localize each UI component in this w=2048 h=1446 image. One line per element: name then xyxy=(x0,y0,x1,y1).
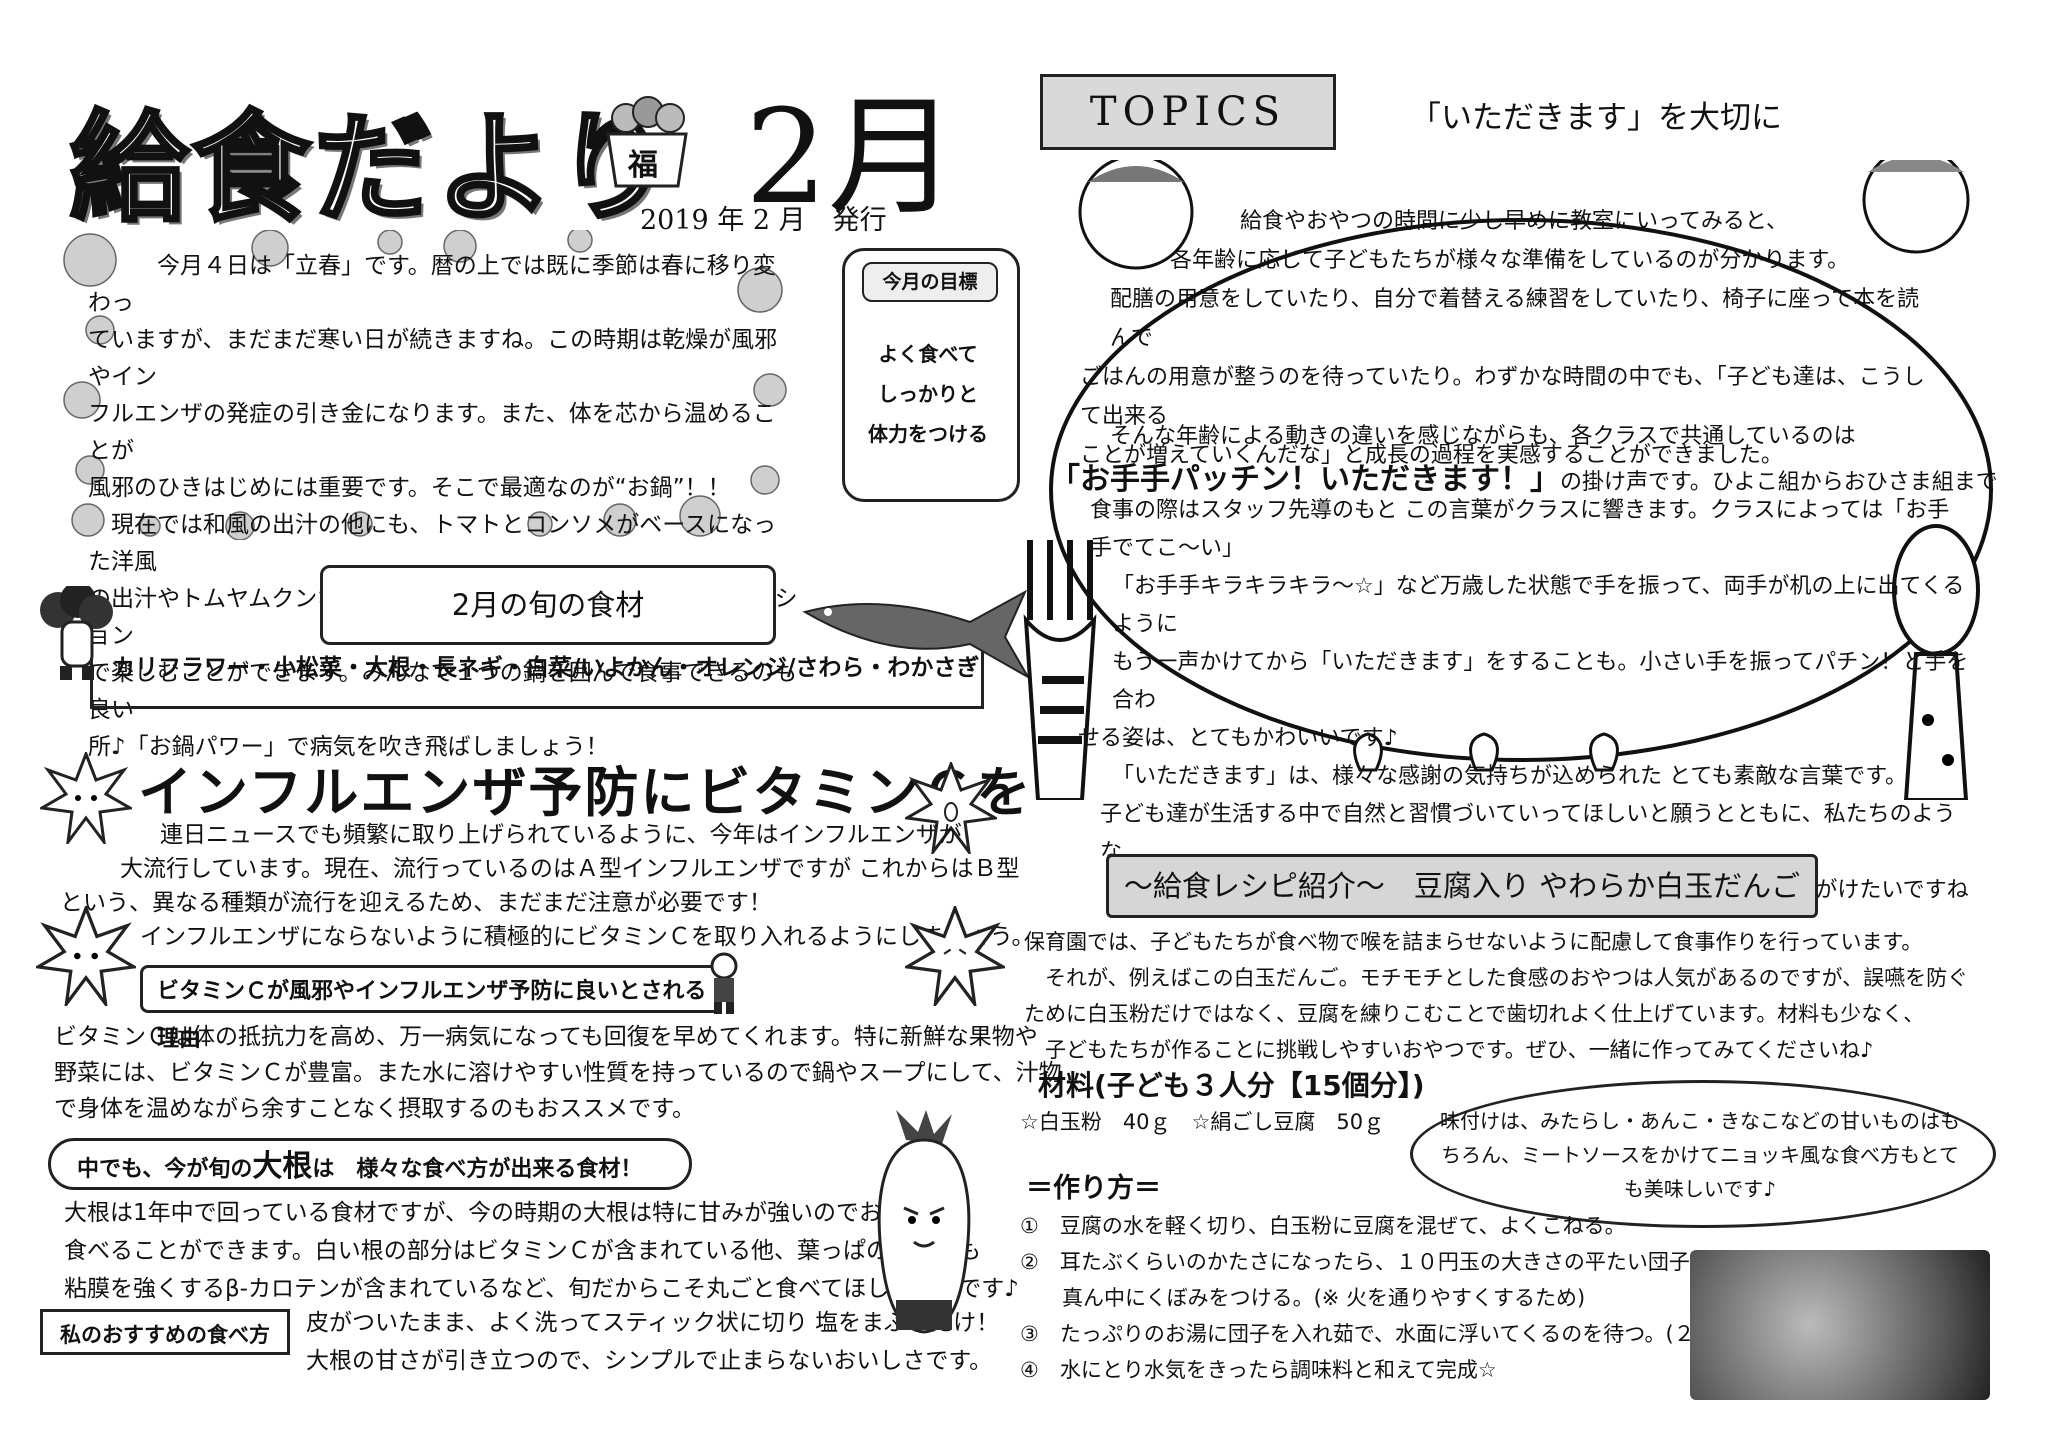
method-step: ③ たっぷりのお湯に団子を入れ茹で、水面に浮いてくるのを待つ。(２分) xyxy=(1020,1322,1724,1346)
method-step: ① 豆腐の水を軽く切り、白玉粉に豆腐を混ぜて、よくこねる。 xyxy=(1020,1214,1626,1238)
materials-list: ☆白玉粉 40ｇ ☆絹ごし豆腐 50ｇ xyxy=(1020,1110,1385,1134)
recipe-text: 保育園では、子どもたちが食べ物で喉を詰まらせないように配慮して食事作りを行ってい… xyxy=(1024,930,1923,954)
topics-paragraph-2-lead: そんな年齢による動きの違いを感じながらも、各クラスで共通しているのは xyxy=(1110,424,1856,449)
itadakimasu-callout: 「お手手パッチン！いただきます！」の掛け声です。ひよこ組からおひさま組まで xyxy=(1050,462,1998,497)
issue-month: 2月 xyxy=(745,81,958,233)
broccoli-icon xyxy=(40,586,113,680)
method-heading: ＝作り方＝ xyxy=(1026,1173,1161,1204)
seasonal-title: 2月の旬の食材 xyxy=(320,565,776,645)
virus-icon xyxy=(40,752,132,844)
vitamin-c-reason-title: ビタミンＣが風邪やインフルエンザ予防に良いとされる理由 xyxy=(140,965,722,1052)
recommend-label: 私のおすすめの食べ方 xyxy=(40,1309,290,1355)
daikon-text: 食べることができます。白い根の部分はビタミンＣが含まれている他、葉っぱの部分にも xyxy=(64,1238,982,1264)
fuku-bag-icon xyxy=(606,96,688,188)
virus-icon xyxy=(905,906,1005,1006)
topics-paragraph-1: 給食やおやつの時間に少し早めに教室にいってみると、 各年齢に応じて子どもたちが様… xyxy=(1080,209,1925,468)
topics-paragraph-2: 食事の際はスタッフ先導のもと この言葉がクラスに響きます。クラスによっては「お手… xyxy=(1078,498,1969,903)
vitamin-c-text: で身体を温めながら余すことなく摂取するのもおススメです。 xyxy=(54,1096,696,1122)
daikon-heading: 中でも、今が旬の大根は 様々な食べ方が出来る食材！ xyxy=(48,1138,692,1190)
topics-banner: TOPICS xyxy=(1040,74,1336,150)
virus-icon xyxy=(36,906,136,1006)
flu-text: 連日ニュースでも頻繁に取り上げられているように、今年はインフルエンザが xyxy=(160,822,962,848)
goal-label: 今月の目標 xyxy=(862,262,998,302)
virus-icon xyxy=(905,762,997,854)
tip-bubble xyxy=(1410,1080,1996,1228)
flu-heading: インフルエンザ予防にビタミンＣを xyxy=(138,761,1033,824)
shiratama-photo xyxy=(1690,1250,1990,1400)
method-step: 真ん中にくぼみをつける。(※ 火を通りやすくするため) xyxy=(1020,1286,1586,1310)
goal-text: よく食べてしっかりと体力をつける xyxy=(868,342,988,446)
plate-illustration xyxy=(1023,160,1993,800)
materials-heading: 材料(子ども３人分【15個分】) xyxy=(1038,1069,1425,1102)
recipe-text: ために白玉粉だけではなく、豆腐を練りこむことで歯切れよく仕上げています。材料も少… xyxy=(1024,1002,1925,1026)
method-step: ② 耳たぶくらいのかたさになったら、１０円玉の大きさの平たい団子にして xyxy=(1020,1250,1753,1274)
recommend-text: 大根の甘さが引き立つので、シンプルで止まらないおいしさです。 xyxy=(306,1348,993,1374)
recipe-text: それが、例えばこの白玉だんご。モチモチとした食感のおやつは人気があるのですが、誤… xyxy=(1024,966,1969,990)
astronaut-icon xyxy=(710,952,738,1014)
method-step: ④ 水にとり水気をきったら調味料と和えて完成☆ xyxy=(1020,1358,1497,1382)
fish-icon xyxy=(802,589,1030,680)
fuku-label: 福 xyxy=(628,148,658,183)
vitamin-c-text: 野菜には、ビタミンＣが豊富。また水に溶けやすい性質を持っているので鍋やスープにし… xyxy=(54,1060,1062,1086)
vitamin-c-text: ビタミンＣは体の抵抗力を高め、万一病気になっても回復を早めてくれます。特に新鮮な… xyxy=(54,1024,1038,1050)
tip-text: 味付けは、みたらし・あんこ・きなこなどの甘いものはもちろん、ミートソースをかけて… xyxy=(1440,1109,1960,1201)
flu-text: という、異なる種類が流行を迎えるため、まだまだ注意が必要です！ xyxy=(60,890,772,916)
flu-text: インフルエンザにならないように積極的にビタミンＣを取り入れるようにしましょう。 xyxy=(140,924,1035,950)
topics-title: 「いただきます」を大切に xyxy=(1410,100,1782,136)
daikon-text: 粘膜を強くするβ-カロテンが含まれているなど、旬だからこそ丸ごと食べてほしい食材… xyxy=(64,1276,1019,1302)
flu-text: 大流行しています。現在、流行っているのはＡ型インフルエンザですが これからはＢ型 xyxy=(120,856,1020,882)
recipe-heading: ～給食レシピ紹介～ 豆腐入り やわらか白玉だんご xyxy=(1106,854,1818,918)
intro-text: 今月４日は「立春」です。暦の上では既に季節は春に移り変わっていますが、まだまだ寒… xyxy=(88,253,798,760)
flower-frame xyxy=(63,230,787,540)
daikon-character-icon xyxy=(877,1110,971,1334)
recipe-text: 子どもたちが作ることに挑戦しやすいおやつです。ぜひ、一緒に作ってみてくださいね♪ xyxy=(1024,1038,1874,1062)
recommend-text: 皮がついたまま、よく洗ってスティック状に切り 塩をまぶすだけ！ xyxy=(306,1310,1000,1336)
issue-date: 2019 年 2 月 発行 xyxy=(640,205,887,236)
seasonal-items: カリフラワー・小松菜・大根・長ネギ・白菜/いよかん・オレンジ/さわら・わかさぎ xyxy=(112,655,980,681)
daikon-text: 大根は1年中で回っている食材ですが、今の時期の大根は特に甘みが強いのでおいしく xyxy=(64,1200,952,1226)
newsletter-title: 給食だより xyxy=(68,97,678,239)
